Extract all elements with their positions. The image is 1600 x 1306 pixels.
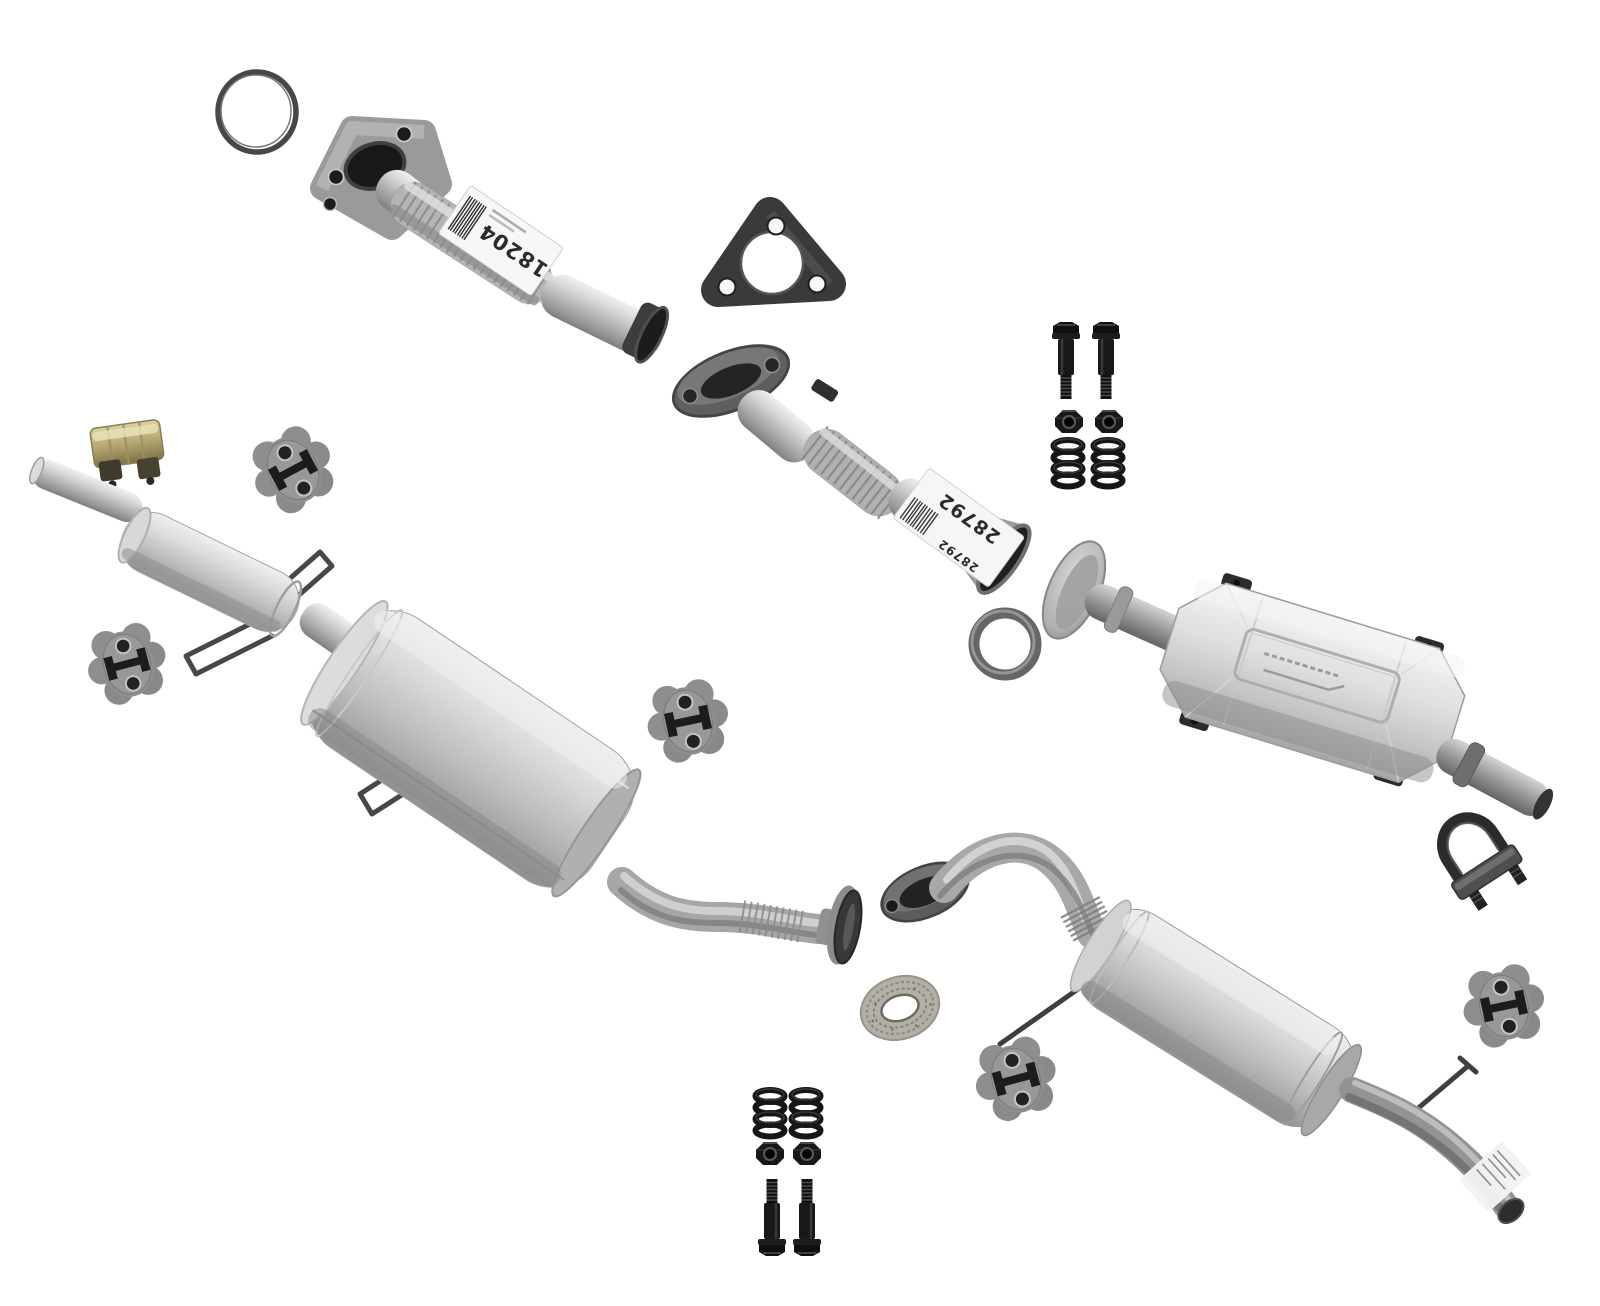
catalytic-converter	[1041, 540, 1554, 820]
lap-joint-clamp	[89, 419, 165, 489]
ring-gasket	[968, 607, 1042, 681]
front-muffler-assembly	[29, 456, 863, 965]
front-muffler-body	[300, 599, 642, 898]
tailpipe-tip	[1497, 1198, 1525, 1224]
intermediate-pipe-corrugation	[801, 425, 905, 520]
rear-s-pipe	[929, 832, 1113, 949]
oring-gasket	[215, 69, 299, 155]
barcode	[899, 496, 939, 536]
barcode	[447, 195, 487, 241]
donut-gasket	[859, 975, 941, 1041]
front-flex-pipe: 18204	[310, 116, 670, 364]
cat-heat-shield-panel	[1233, 628, 1401, 724]
cat-body	[1159, 573, 1466, 787]
front-muffler-outlet-pipe	[607, 867, 863, 965]
tailpipe-label	[1460, 1142, 1531, 1212]
rear-muffler-assembly	[880, 832, 1531, 1224]
hex-nut	[792, 1142, 822, 1166]
resonator	[117, 506, 303, 638]
front-muffler-inlet-pipe	[29, 456, 143, 523]
tailpipe	[1339, 1077, 1531, 1224]
front-pipe-end-flange	[622, 302, 670, 364]
hex-nut	[1054, 410, 1084, 434]
illegible-stamp-text	[1263, 651, 1340, 678]
cat-outlet-pipe	[1436, 738, 1554, 820]
tailpipe-hanger-rod	[1413, 1055, 1479, 1113]
u-bolt-clamp	[1437, 812, 1528, 911]
triangular-gasket	[701, 197, 846, 307]
hex-nut	[1094, 410, 1124, 434]
hex-nut	[755, 1142, 785, 1166]
